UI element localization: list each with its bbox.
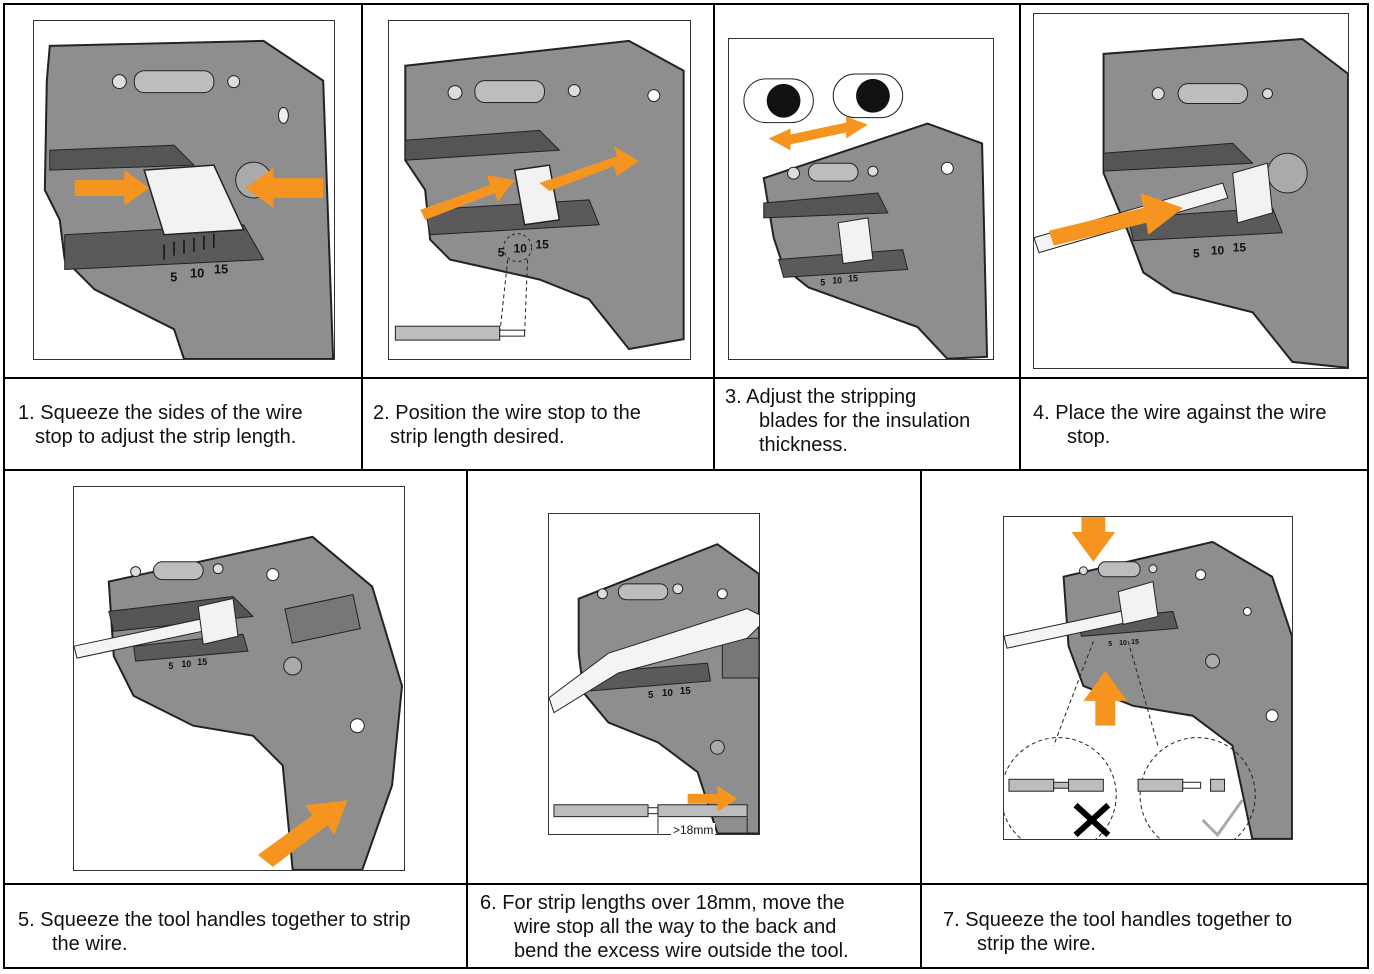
step1-caption-line1: 1. Squeeze the sides of the wire: [18, 401, 358, 425]
step2-illustration: 5 10 15: [388, 20, 691, 360]
step5-caption: 5. Squeeze the tool handles together to …: [18, 908, 464, 956]
dimension-label: >18mm: [671, 823, 715, 837]
step5-illustration: 5 10 15: [73, 486, 405, 871]
step3-scale-15: 15: [848, 273, 858, 283]
step3-scale-5: 5: [820, 277, 825, 287]
step1-scale-15: 15: [214, 262, 228, 277]
step5-scale-5: 5: [168, 661, 173, 671]
step5-caption-line1: 5. Squeeze the tool handles together to …: [18, 908, 464, 932]
step5-caption-line2: the wire.: [18, 932, 464, 956]
step6-scale-5: 5: [648, 690, 654, 701]
step3-caption-line2: blades for the insulation: [725, 409, 1017, 433]
step1-scale-5: 5: [170, 269, 177, 284]
step6-caption-line1: 6. For strip lengths over 18mm, move the: [480, 891, 918, 915]
step2-caption-line2: strip length desired.: [373, 425, 711, 449]
step5-scale-15: 15: [197, 657, 207, 667]
step4-illustration: 5 10 15: [1033, 13, 1349, 369]
step4-scale-10: 10: [1211, 244, 1225, 258]
step6-caption-line3: bend the excess wire outside the tool.: [480, 939, 918, 963]
col-divider-1: [361, 3, 363, 470]
col-divider-3: [1019, 3, 1021, 470]
step1-caption: 1. Squeeze the sides of the wire stop to…: [18, 401, 358, 449]
step2-caption: 2. Position the wire stop to the strip l…: [373, 401, 711, 449]
step6-caption: 6. For strip lengths over 18mm, move the…: [480, 891, 918, 963]
border-bottom: [3, 967, 1369, 969]
step5-scale-10: 10: [181, 659, 191, 669]
step4-caption-line2: stop.: [1033, 425, 1367, 449]
border-top: [3, 3, 1369, 5]
step3-caption-line3: thickness.: [725, 433, 1017, 457]
step6-caption-line2: wire stop all the way to the back and: [480, 915, 918, 939]
step3-illustration: 5 10 15: [728, 38, 994, 360]
step3-scale-10: 10: [832, 275, 842, 285]
step1-scale-10: 10: [190, 265, 204, 280]
border-left: [3, 3, 5, 969]
step6-scale-15: 15: [680, 686, 692, 697]
step4-caption: 4. Place the wire against the wire stop.: [1033, 401, 1367, 449]
border-right: [1367, 3, 1369, 969]
step3-caption-line1: 3. Adjust the stripping: [725, 385, 1017, 409]
col-divider-2: [713, 3, 715, 470]
col-divider-4: [466, 469, 468, 969]
step7-scale-10: 10: [1119, 640, 1127, 647]
instruction-grid: 5 10 15 5 10 15: [3, 3, 1369, 969]
step7-caption: 7. Squeeze the tool handles together to …: [943, 908, 1363, 956]
step7-caption-line1: 7. Squeeze the tool handles together to: [943, 908, 1363, 932]
step1-caption-line2: stop to adjust the strip length.: [18, 425, 358, 449]
step6-scale-10: 10: [662, 688, 674, 699]
row1-caption-divider: [3, 377, 1369, 379]
step4-scale-5: 5: [1193, 247, 1200, 261]
col-divider-5: [920, 469, 922, 969]
step4-caption-line1: 4. Place the wire against the wire: [1033, 401, 1367, 425]
step2-scale-10: 10: [514, 242, 528, 256]
step7-illustration: 5 10 15: [1003, 516, 1293, 840]
step7-scale-5: 5: [1108, 641, 1112, 648]
row-divider: [3, 469, 1369, 471]
step3-caption: 3. Adjust the stripping blades for the i…: [725, 385, 1017, 457]
step4-scale-15: 15: [1233, 241, 1247, 255]
step6-illustration: 5 10 15: [548, 513, 760, 835]
step1-illustration: 5 10 15: [33, 20, 335, 360]
step2-scale-15: 15: [536, 238, 550, 252]
step7-caption-line2: strip the wire.: [943, 932, 1363, 956]
step2-caption-line1: 2. Position the wire stop to the: [373, 401, 711, 425]
row2-caption-divider: [3, 883, 1369, 885]
step7-scale-15: 15: [1131, 639, 1139, 646]
